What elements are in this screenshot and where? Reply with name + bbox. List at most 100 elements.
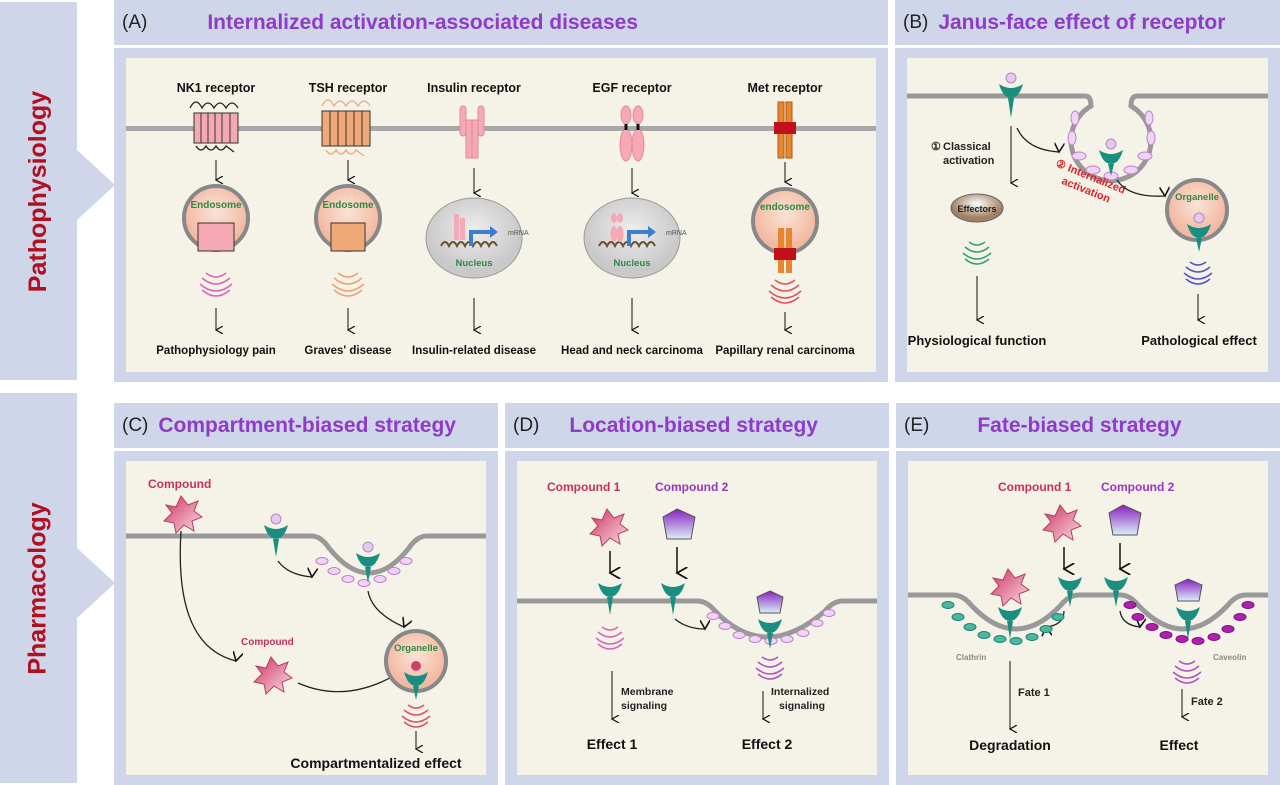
receptor-label: EGF receptor bbox=[592, 81, 671, 95]
panel-e-diagram: Compound 1 Compound 2 bbox=[908, 480, 1268, 753]
met-receptor-icon bbox=[774, 101, 796, 159]
compound2-pentagon-icon bbox=[662, 508, 696, 540]
panel-c-diagram: Compound Compound Organel bbox=[126, 477, 486, 771]
compartment-label: Nucleus bbox=[456, 258, 493, 269]
endosome-icon bbox=[314, 184, 382, 252]
egf-receptor-icon bbox=[619, 105, 645, 162]
receptor-icon bbox=[1058, 577, 1082, 607]
signal1-label-2: signaling bbox=[621, 700, 667, 712]
arrow-icon bbox=[674, 618, 705, 629]
disease-label: Insulin-related disease bbox=[412, 345, 536, 357]
caveolin-label: Caveolin bbox=[1213, 653, 1246, 662]
receptor-icon bbox=[356, 541, 380, 583]
arrow-icon bbox=[179, 530, 236, 661]
clathrin-coat-icon bbox=[941, 601, 1065, 645]
panel-e-title: Fate-biased strategy bbox=[977, 413, 1182, 437]
arrow-icon bbox=[1016, 127, 1059, 152]
compound1-label: Compound 1 bbox=[998, 480, 1072, 494]
classical-label-2: activation bbox=[943, 155, 995, 167]
receptor-icon bbox=[404, 661, 428, 700]
receptor-label: TSH receptor bbox=[309, 81, 388, 95]
cell-membrane bbox=[907, 93, 1268, 184]
fate1-label: Fate 1 bbox=[1018, 687, 1050, 699]
panel-d-tag: (D) bbox=[513, 414, 540, 436]
signal1-label: Membrane bbox=[621, 686, 674, 698]
disease-label: Papillary renal carcinoma bbox=[715, 345, 855, 357]
compartment-label: Endosome bbox=[190, 200, 242, 211]
classical-number: ① bbox=[931, 141, 941, 153]
arrow-icon bbox=[277, 560, 312, 577]
compound1-star-icon bbox=[1041, 504, 1083, 544]
compound1-label: Compound 1 bbox=[547, 480, 621, 494]
clathrin-label: Clathrin bbox=[956, 653, 986, 662]
panel-a-tag: (A) bbox=[122, 11, 148, 33]
nucleus-icon bbox=[425, 197, 523, 279]
signal-waves-icon bbox=[199, 272, 233, 297]
signal-waves-icon bbox=[755, 656, 785, 680]
receptor-label: Insulin receptor bbox=[427, 81, 521, 95]
receptor-label: Met receptor bbox=[747, 81, 822, 95]
compound-label: Compound bbox=[148, 477, 211, 491]
compound2-pentagon-icon bbox=[756, 590, 784, 614]
panel-e-header: (E) Fate-biased strategy bbox=[896, 403, 1280, 448]
internalized-number: ② bbox=[1054, 158, 1068, 173]
endosome-icon bbox=[751, 187, 819, 273]
panel-d: Compound 1 Compound 2 bbox=[505, 451, 889, 785]
clathrin-coat-icon bbox=[706, 609, 836, 645]
panel-a-title: Internalized activation-associated disea… bbox=[207, 10, 639, 34]
receptor-icon bbox=[758, 619, 782, 649]
caveolin-coat-icon bbox=[1123, 601, 1255, 645]
panel-c: Compound Compound Organel bbox=[114, 451, 498, 785]
nk1-receptor-icon bbox=[189, 101, 239, 153]
signal-waves-icon bbox=[595, 626, 625, 650]
insulin-receptor-icon bbox=[459, 105, 485, 159]
cell-membrane bbox=[126, 126, 876, 131]
panel-d-title: Location-biased strategy bbox=[569, 413, 818, 437]
panel-b: ① Classical activation Effectors Physiol… bbox=[895, 48, 1280, 382]
compound1-star-icon bbox=[989, 568, 1031, 608]
panel-d-header: (D) Location-biased strategy bbox=[505, 403, 889, 448]
pharmacology-label: Pharmacology bbox=[24, 501, 52, 675]
signal-waves-icon bbox=[331, 272, 365, 297]
disease-label: Graves' disease bbox=[304, 345, 391, 357]
effectors-label: Effectors bbox=[957, 204, 996, 214]
arrow-icon bbox=[297, 671, 402, 693]
compartment-label: Nucleus bbox=[614, 258, 651, 269]
arrow-right-icon bbox=[77, 548, 115, 618]
mrna-label: mRNA bbox=[508, 230, 529, 237]
arrow-right-icon bbox=[77, 150, 115, 220]
signal2-label: Internalized bbox=[771, 686, 829, 698]
arrow-icon bbox=[1119, 610, 1140, 627]
receptor-icon bbox=[1176, 607, 1200, 639]
panel-e-tag: (E) bbox=[904, 414, 930, 436]
panel-b-title: Janus-face effect of receptor bbox=[938, 10, 1226, 34]
receptor-icon bbox=[1187, 212, 1211, 252]
signal-waves-icon bbox=[401, 704, 431, 728]
clathrin-coat-icon bbox=[315, 557, 413, 587]
compound-star-icon bbox=[162, 495, 204, 535]
signal-waves-icon bbox=[962, 241, 992, 265]
signal-waves-icon bbox=[1183, 261, 1213, 285]
row-label-pharmacology: Pharmacology bbox=[0, 393, 77, 783]
compound-star-icon bbox=[252, 656, 294, 696]
signal-waves-icon bbox=[768, 279, 802, 304]
panel-c-header: (C) Compartment-biased strategy bbox=[114, 403, 498, 448]
receptor-icon bbox=[598, 583, 622, 615]
signal2-label-2: signaling bbox=[779, 700, 825, 712]
compound2-pentagon-icon bbox=[1108, 504, 1142, 536]
compartment-label: endosome bbox=[760, 202, 810, 213]
nucleus-icon bbox=[583, 197, 681, 279]
endosome-icon bbox=[182, 184, 250, 252]
cell-membrane bbox=[517, 598, 877, 640]
signal-waves-icon bbox=[1172, 660, 1202, 684]
panel-b-tag: (B) bbox=[903, 11, 929, 33]
compound2-label: Compound 2 bbox=[1101, 480, 1175, 494]
receptor-icon bbox=[1104, 577, 1128, 607]
receptor-icon bbox=[998, 607, 1022, 639]
effect2-label: Effect 2 bbox=[742, 736, 793, 752]
panel-d-diagram: Compound 1 Compound 2 bbox=[517, 480, 877, 752]
receptor-icon bbox=[661, 583, 685, 615]
outcome-label: Pathological effect bbox=[1141, 333, 1257, 348]
row-label-pathophysiology: Pathophysiology bbox=[0, 2, 77, 380]
panel-e: Compound 1 Compound 2 bbox=[896, 451, 1280, 785]
